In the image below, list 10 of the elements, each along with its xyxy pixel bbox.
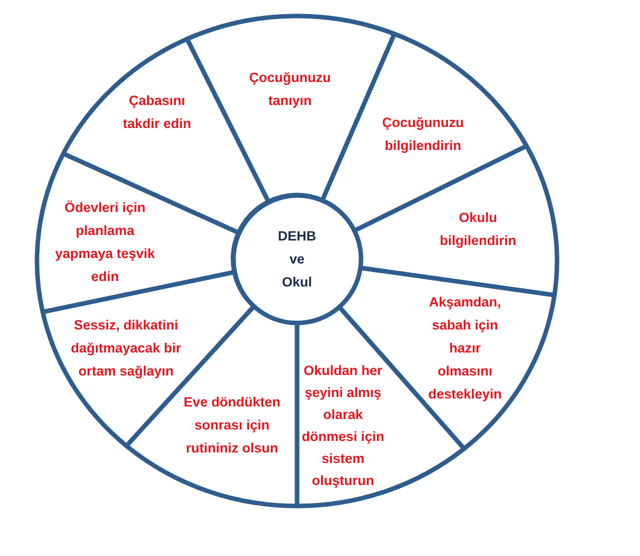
segment-text: Okulu bilgilendirin — [439, 209, 517, 250]
segment-text: Okuldan her şeyini almış olarak dönmesi için sistem oluşturun — [301, 362, 385, 490]
segment-text: Çabasını takdir edin — [122, 92, 192, 133]
segment-text: Çocuğunuzu bilgilendirin — [382, 114, 464, 155]
segment-text: Ödevleri için planlama yapmaya teşvik edin — [54, 199, 156, 286]
segment-text: Akşamdan, sabah için hazır olmasını destekleyin — [428, 294, 502, 404]
hub-title: DEHB ve Okul — [277, 228, 317, 292]
segment-text: Eve döndükten sonrası için rutininiz olsun — [183, 394, 281, 458]
segment-text: Sessiz, dikkatini dağıtmayacak bir ortam sağlayın — [70, 316, 182, 380]
segment-text: Çocuğunuzu tanıyın — [248, 69, 332, 110]
